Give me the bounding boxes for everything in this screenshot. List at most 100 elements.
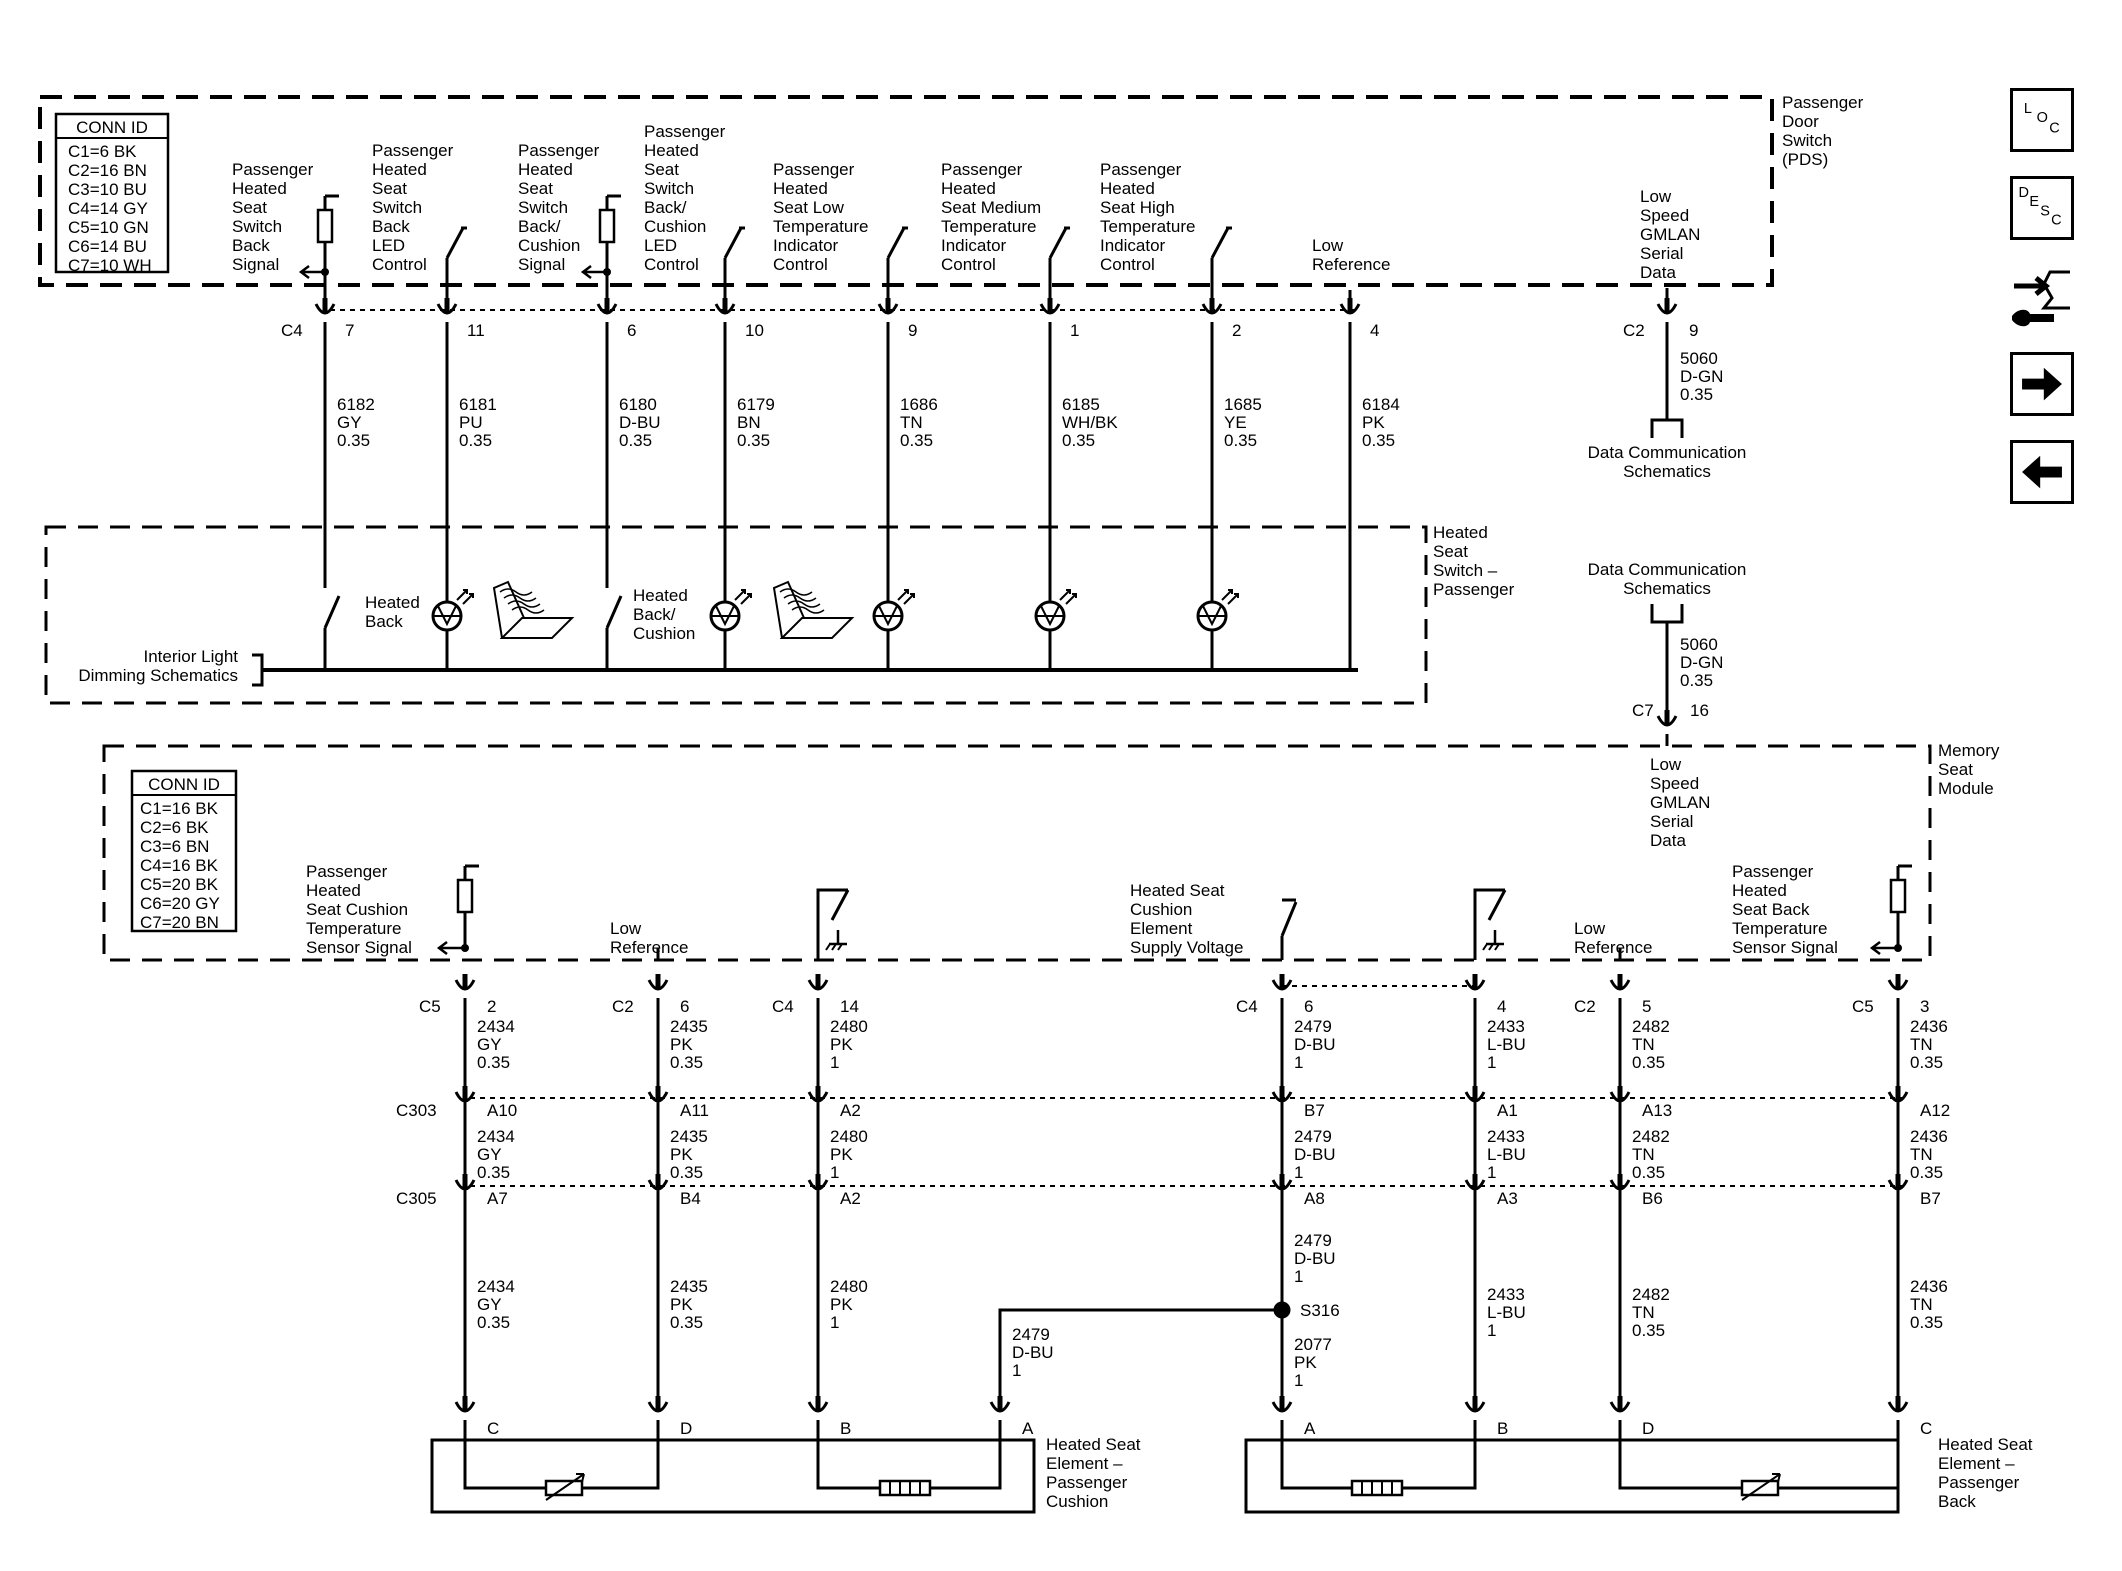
pds-circuit-10-label: Control <box>644 255 699 274</box>
c305-label: C305 <box>396 1189 437 1208</box>
next-page-button[interactable] <box>2010 352 2074 416</box>
pds-circuit-1-label: Heated <box>941 179 996 198</box>
pds-circuit-7-label: Switch <box>232 217 282 236</box>
pds-gmlan-pin: 9 <box>1689 321 1698 340</box>
pds-circuit-11-label: Control <box>372 255 427 274</box>
heat-wave <box>511 606 545 614</box>
pds-circuit-2-label: Indicator <box>1100 236 1166 255</box>
msm-circuit-14-wire-label: 2480 <box>830 1017 868 1036</box>
msm-gmlan-label: Speed <box>1650 774 1699 793</box>
msm-circuit-6-c303-wire-label: D-BU <box>1294 1145 1336 1164</box>
msm-circuit-6-wire-label: 0.35 <box>670 1053 703 1072</box>
low-side-driver-switch <box>1210 227 1230 259</box>
connector-end-view-button[interactable] <box>2010 264 2074 332</box>
pds-circuit-10-wire-label: 0.35 <box>737 431 770 450</box>
pds-circuit-9-label: Heated <box>773 179 828 198</box>
arrow-left-icon <box>2022 455 2062 489</box>
msm-supply-label: Supply Voltage <box>1130 938 1243 957</box>
pds-gmlan-ref: Schematics <box>1623 462 1711 481</box>
pds-circuit-10-wire-label: BN <box>737 413 761 432</box>
pds-circuit-2-label: Seat High <box>1100 198 1175 217</box>
pds-gmlan-label: GMLAN <box>1640 225 1700 244</box>
heat-wave <box>787 600 821 608</box>
msm-low-ref-1-label: Reference <box>610 938 688 957</box>
msm-conn-id-row: C3=6 BN <box>140 837 209 856</box>
light-rays-icon <box>456 589 474 605</box>
description-button[interactable]: D E S C <box>2010 176 2074 240</box>
location-button[interactable]: L O C <box>2010 88 2074 152</box>
pds-circuit-1-wire-label: 0.35 <box>1062 431 1095 450</box>
msm-gmlan-conn: C7 <box>1632 701 1654 720</box>
ground-hatch <box>1488 943 1494 951</box>
c303-label: C303 <box>396 1101 437 1120</box>
pds-circuit-9-label: Indicator <box>773 236 839 255</box>
msm-circuit-6-c303-wire-label: PK <box>670 1145 693 1164</box>
pds-circuit-6-label: Back/ <box>518 217 561 236</box>
msm-circuit-6-c303-wire-label: 1 <box>1294 1163 1303 1182</box>
msm-circuit-6-wire-label: 1 <box>1294 1053 1303 1072</box>
msm-circuit-2-pin: 2 <box>487 997 496 1016</box>
pds-circuit-9-label: Seat Low <box>773 198 845 217</box>
msm-circuit-6-end-pin: A <box>1304 1419 1316 1438</box>
msm-circuit-5-pin: 5 <box>1642 997 1651 1016</box>
pds-circuit-6-label: Switch <box>518 198 568 217</box>
pds-circuit-6-wire-label: 0.35 <box>619 431 652 450</box>
msm-circuit-14-wire-label: PK <box>830 1035 853 1054</box>
pullup-resistor <box>316 208 334 244</box>
seat-heat-switch <box>605 595 623 629</box>
pds-circuit-4-wire-label: 6184 <box>1362 395 1400 414</box>
msm-back-temp-label: Heated <box>1732 881 1787 900</box>
msm-circuit-6-lower-wire-label: 0.35 <box>670 1313 703 1332</box>
pds-circuit-7-pin: 7 <box>345 321 354 340</box>
msm-circuit-14-c305-pin: A2 <box>840 1189 861 1208</box>
msm-circuit-3-conn: C5 <box>1852 997 1874 1016</box>
pds-circuit-9-wire-label: TN <box>900 413 923 432</box>
svg-text:D: D <box>2018 185 2028 201</box>
schematic-ref-bracket <box>1650 418 1684 438</box>
msm-circuit-6-conn: C2 <box>612 997 634 1016</box>
pds-circuit-11-label: Passenger <box>372 141 454 160</box>
back-element-label: Element – <box>1938 1454 2015 1473</box>
pds-gmlan-wire-label: 5060 <box>1680 349 1718 368</box>
msm-circuit-3-c305-pin: B7 <box>1920 1189 1941 1208</box>
heated-back-label: Heated <box>365 593 420 612</box>
pds-circuit-7-label: Seat <box>232 198 267 217</box>
ground-hatch <box>825 943 831 951</box>
msm-circuit-2-lower-wire-label: 2434 <box>477 1277 515 1296</box>
msm-circuit-14-c303-pin: A2 <box>840 1101 861 1120</box>
msm-cushion-temp-label: Temperature <box>306 919 401 938</box>
msm-module-name: Module <box>1938 779 1994 798</box>
msm-back-temp-label: Temperature <box>1732 919 1827 938</box>
arrow-right-icon <box>2022 367 2062 401</box>
pds-circuit-11-label: Heated <box>372 160 427 179</box>
svg-text:C: C <box>2051 212 2061 228</box>
junction-dot <box>1894 944 1902 952</box>
msm-circuit-14-c303-wire-label: 2480 <box>830 1127 868 1146</box>
lamp-diode <box>715 605 735 627</box>
previous-page-button[interactable] <box>2010 440 2074 504</box>
svg-text:O: O <box>2037 110 2048 126</box>
msm-low-ref-2-label: Low <box>1574 919 1606 938</box>
pds-circuit-10-wire-label: 6179 <box>737 395 775 414</box>
msm-circuit-2-c305-pin: A7 <box>487 1189 508 1208</box>
pullup-resistor <box>1889 878 1907 914</box>
msm-circuit-3-lower-wire-label: TN <box>1910 1295 1933 1314</box>
junction-dot <box>461 944 469 952</box>
back-element-label: Passenger <box>1938 1473 2020 1492</box>
msm-circuit-4-c303-pin: A1 <box>1497 1101 1518 1120</box>
msm-circuit-14-conn: C4 <box>772 997 794 1016</box>
pds-circuit-2-pin: 2 <box>1232 321 1241 340</box>
ground-hatch <box>837 943 843 951</box>
msm-circuit-4-end-pin: B <box>1497 1419 1508 1438</box>
relay-contact <box>1487 889 1507 921</box>
msm-low-ref-1-label: Low <box>610 919 642 938</box>
heated-back-cushion-seat-icon <box>772 580 805 639</box>
cushion-heater-element <box>878 1479 932 1497</box>
pds-circuit-10-label: LED <box>644 236 677 255</box>
msm-circuit-5-wire-label: TN <box>1632 1035 1655 1054</box>
msm-circuit-14-pin: 14 <box>840 997 859 1016</box>
dimming-ref-bracket <box>252 653 264 687</box>
heated-back-seat-icon <box>492 580 525 639</box>
pds-circuit-6-label: Heated <box>518 160 573 179</box>
